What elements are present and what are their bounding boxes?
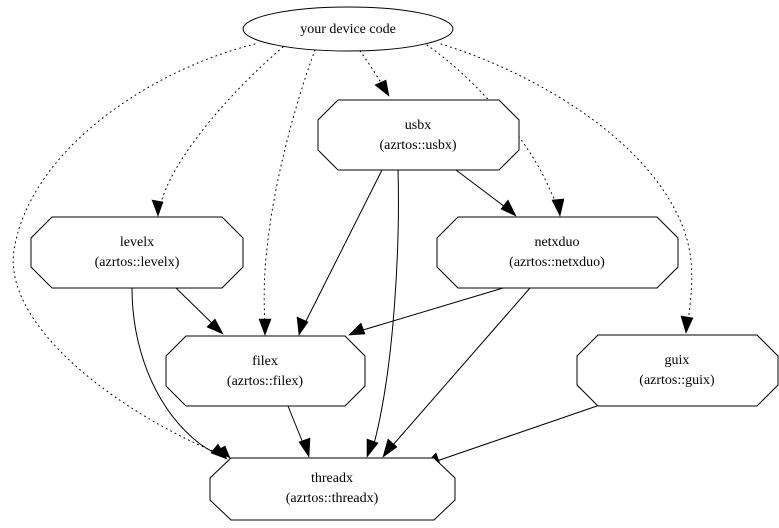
node-shape-octagon bbox=[436, 216, 679, 289]
node-label-guix-line2: (azrtos::guix) bbox=[639, 373, 715, 388]
node-threadx[interactable]: threadx (azrtos::threadx) bbox=[209, 457, 456, 521]
edge-layer bbox=[12, 43, 694, 467]
node-shape-octagon bbox=[209, 457, 456, 521]
node-levelx[interactable]: levelx (azrtos::levelx) bbox=[30, 216, 244, 289]
node-shape-octagon bbox=[576, 334, 779, 407]
edge-device-guix bbox=[440, 43, 694, 334]
edge-netxduo-threadx bbox=[382, 287, 531, 458]
edge-device-levelx bbox=[151, 46, 284, 217]
node-guix[interactable]: guix (azrtos::guix) bbox=[576, 334, 779, 407]
edge-guix-threadx bbox=[423, 405, 598, 467]
edge-usbx-threadx bbox=[366, 169, 399, 458]
node-your-device-code[interactable]: your device code bbox=[242, 6, 454, 52]
edge-netxduo-filex bbox=[348, 287, 504, 336]
node-label-filex-line2: (azrtos::filex) bbox=[227, 374, 304, 389]
node-shape-octagon bbox=[317, 99, 520, 171]
node-label-threadx-line1: threadx bbox=[311, 471, 353, 486]
edge-device-usbx bbox=[359, 50, 390, 97]
node-label-levelx-line1: levelx bbox=[120, 235, 154, 250]
edge-levelx-threadx bbox=[131, 287, 228, 460]
node-shape-octagon bbox=[30, 216, 244, 289]
node-label-netxduo-line2: (azrtos::netxduo) bbox=[509, 255, 605, 270]
node-label-netxduo-line1: netxduo bbox=[534, 235, 579, 250]
node-shape-octagon bbox=[165, 335, 366, 407]
node-label-usbx-line1: usbx bbox=[405, 118, 431, 133]
edge-usbx-filex bbox=[296, 169, 383, 336]
node-label-filex-line1: filex bbox=[252, 354, 278, 369]
edge-device-netxduo bbox=[426, 44, 565, 217]
edge-device-filex bbox=[258, 49, 316, 336]
node-label-usbx-line2: (azrtos::usbx) bbox=[380, 138, 457, 153]
node-label-levelx-line2: (azrtos::levelx) bbox=[95, 255, 180, 270]
node-filex[interactable]: filex (azrtos::filex) bbox=[165, 335, 366, 407]
node-netxduo[interactable]: netxduo (azrtos::netxduo) bbox=[436, 216, 679, 289]
edge-usbx-netxduo bbox=[455, 169, 517, 217]
edge-filex-threadx bbox=[287, 405, 311, 458]
node-label-device-line1: your device code bbox=[300, 22, 396, 37]
node-label-guix-line1: guix bbox=[665, 353, 690, 368]
node-shape-ellipse bbox=[242, 6, 454, 52]
node-label-threadx-line2: (azrtos::threadx) bbox=[286, 491, 379, 506]
node-layer: your device code usbx (azrtos::usbx) lev… bbox=[30, 6, 779, 521]
edge-levelx-filex bbox=[175, 287, 224, 335]
node-usbx[interactable]: usbx (azrtos::usbx) bbox=[317, 99, 520, 171]
